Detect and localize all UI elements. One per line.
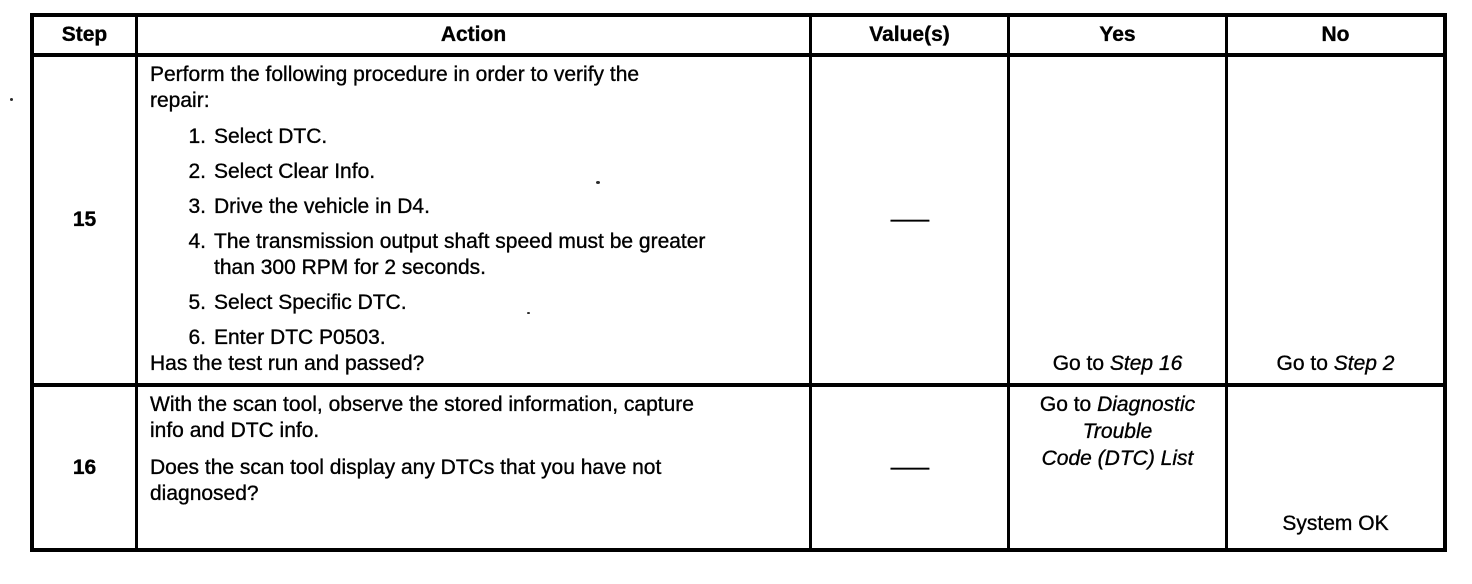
no-cell-step-16: System OK <box>1225 383 1443 548</box>
col-header-action: Action <box>135 17 809 53</box>
value-cell-step-15: — <box>809 53 1007 383</box>
system-ok-label: System OK <box>1282 512 1389 535</box>
em-dash: — <box>890 206 929 233</box>
col-header-yes: Yes <box>1007 17 1225 53</box>
list-item-number: 2. <box>188 160 206 183</box>
scan-artifact <box>10 98 13 101</box>
list-item-text: Select Specific DTC. <box>214 291 407 314</box>
list-item-text: Enter DTC P0503. <box>214 326 386 349</box>
action-question: Does the scan tool display any DTCs that… <box>150 456 662 505</box>
list-item-text: Select DTC. <box>214 125 328 148</box>
action-intro: Perform the following procedure in order… <box>150 63 640 112</box>
goto-prefix: Go to <box>1052 352 1110 375</box>
value-cell-step-16: — <box>809 383 1007 548</box>
list-item-number: 1. <box>188 125 206 148</box>
col-header-no: No <box>1225 17 1443 53</box>
action-cell-step-15: Perform the following procedure in order… <box>135 53 809 383</box>
goto-target-line: Code (DTC) List <box>1041 447 1194 470</box>
col-header-step: Step <box>61 23 108 46</box>
list-item-number: 4. <box>188 230 206 253</box>
action-question: Has the test run and passed? <box>150 352 425 375</box>
scan-artifact <box>527 312 530 314</box>
list-item: 6. Enter DTC P0503. <box>182 325 801 351</box>
action-paragraph: With the scan tool, observe the stored i… <box>150 393 694 442</box>
em-dash: — <box>890 453 929 481</box>
list-item: 2. Select Clear Info. <box>182 159 801 185</box>
action-cell-step-16: With the scan tool, observe the stored i… <box>135 383 809 548</box>
goto-target-line: Trouble <box>1082 420 1153 443</box>
scan-artifact <box>596 181 600 184</box>
list-item-text: The transmission output shaft speed must… <box>214 230 706 279</box>
diagnostic-steps-table: Step Action Value(s) Yes No 15 Perform t… <box>30 13 1447 552</box>
no-cell-step-15: Go to Step 2 <box>1225 53 1443 383</box>
yes-cell-step-16: Go to Diagnostic Trouble Code (DTC) List <box>1007 383 1225 548</box>
col-header-values: Value(s) <box>809 17 1007 53</box>
goto-reference: Go to Step 2 <box>1276 350 1395 377</box>
goto-prefix: Go to <box>1039 393 1098 416</box>
yes-cell-step-15: Go to Step 16 <box>1007 53 1225 383</box>
list-item-number: 3. <box>188 195 206 218</box>
goto-target-line: Diagnostic <box>1097 393 1196 416</box>
list-item: 5. Select Specific DTC. <box>182 290 801 316</box>
step-number-16: 16 <box>34 383 135 548</box>
list-item: 3. Drive the vehicle in D4. <box>182 194 801 220</box>
step-number-15: 15 <box>34 53 135 383</box>
goto-prefix: Go to <box>1276 352 1334 375</box>
list-item: 4. The transmission output shaft speed m… <box>182 229 801 281</box>
goto-target: Step 16 <box>1109 352 1183 375</box>
list-item-text: Select Clear Info. <box>214 160 376 183</box>
list-item-number: 6. <box>188 326 206 349</box>
list-item-number: 5. <box>188 291 206 314</box>
list-item-text: Drive the vehicle in D4. <box>214 195 430 218</box>
action-numbered-list: 1. Select DTC. 2. Select Clear Info. 3. … <box>150 124 801 351</box>
goto-reference: Go to Step 16 <box>1053 350 1183 377</box>
goto-reference: Go to Diagnostic Trouble Code (DTC) List <box>1039 391 1196 472</box>
goto-target: Step 2 <box>1333 352 1395 375</box>
list-item: 1. Select DTC. <box>182 124 801 150</box>
